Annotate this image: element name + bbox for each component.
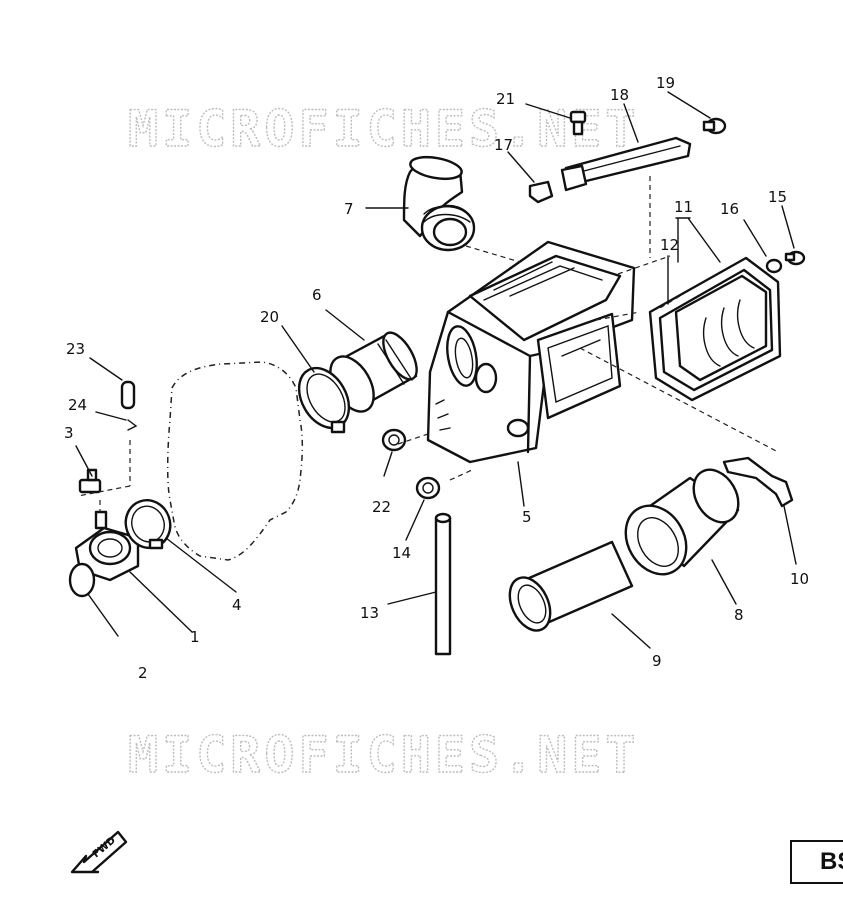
small-clip xyxy=(127,419,138,431)
callout-23: 23 xyxy=(66,340,85,358)
clip xyxy=(528,180,554,204)
callout-4: 4 xyxy=(232,596,242,614)
callout-12: 12 xyxy=(660,236,679,254)
callout-19: 19 xyxy=(656,74,675,92)
callout-5: 5 xyxy=(522,508,532,526)
callout-11: 11 xyxy=(674,198,693,216)
assembly-lines xyxy=(77,176,779,512)
bolt-top-right xyxy=(702,117,727,135)
screw-and-washer xyxy=(765,250,806,274)
watermark-top: MICROFICHES.NET xyxy=(128,100,640,158)
callout-17: 17 xyxy=(494,136,513,154)
callout-24: 24 xyxy=(68,396,87,414)
callout-14: 14 xyxy=(392,544,411,562)
callout-18: 18 xyxy=(610,86,629,104)
callout-6: 6 xyxy=(312,286,322,304)
callout-8: 8 xyxy=(734,606,744,624)
drain-cap xyxy=(120,380,136,410)
callout-21: 21 xyxy=(496,90,515,108)
grommet-lower xyxy=(415,476,441,500)
intake-elbow-duct xyxy=(402,155,476,252)
page-code: BS xyxy=(820,848,843,875)
air-cleaner-case xyxy=(426,240,636,464)
bolt-top-left xyxy=(569,110,587,136)
o-ring xyxy=(68,562,96,598)
fwd-arrow-icon: FWD xyxy=(70,830,128,874)
callout-15: 15 xyxy=(768,188,787,206)
drain-hose xyxy=(434,512,452,656)
page-code-box xyxy=(790,840,843,884)
air-filter-element xyxy=(508,540,634,632)
callout-20: 20 xyxy=(260,308,279,326)
callout-22: 22 xyxy=(372,498,391,516)
leader-lines xyxy=(75,91,797,649)
callout-3: 3 xyxy=(64,424,74,442)
carb-joint-flange xyxy=(74,510,140,582)
case-cover xyxy=(648,256,782,402)
callout-9: 9 xyxy=(652,652,662,670)
callout-7: 7 xyxy=(344,200,354,218)
callout-10: 10 xyxy=(790,570,809,588)
grommet-upper xyxy=(381,428,407,452)
bracket-stay xyxy=(560,136,692,192)
callout-13: 13 xyxy=(360,604,379,622)
clamp-flange xyxy=(124,499,172,550)
engine-outline xyxy=(166,361,304,561)
callout-1: 1 xyxy=(190,628,200,646)
callout-16: 16 xyxy=(720,200,739,218)
element-bracket xyxy=(722,456,794,508)
callout-2: 2 xyxy=(138,664,148,682)
watermark-bottom: MICROFICHES.NET xyxy=(128,726,640,784)
hose-clamp xyxy=(297,366,351,434)
element-guide xyxy=(624,468,740,576)
